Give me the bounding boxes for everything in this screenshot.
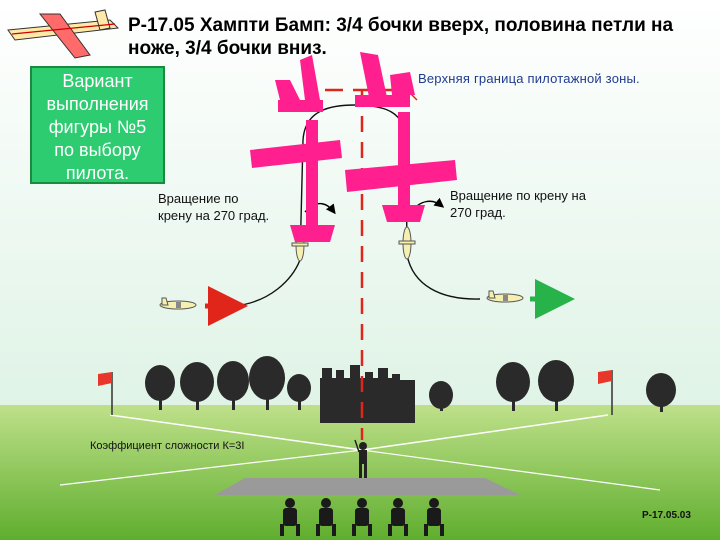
tree xyxy=(249,356,285,410)
rotation-label-left-line: Вращение по xyxy=(158,191,239,206)
judges xyxy=(280,498,444,536)
figure-code: Р-17.05.03 xyxy=(642,510,691,521)
rotation-label-right-line: 270 град. xyxy=(450,205,506,220)
runway xyxy=(215,478,520,495)
rotation-label-left: Вращение по крену на 270 град. xyxy=(158,190,308,224)
tree xyxy=(287,374,311,410)
view-line-right-low xyxy=(361,449,661,491)
view-line-left xyxy=(109,414,363,451)
judge xyxy=(280,498,300,536)
view-line-left-low xyxy=(59,449,363,486)
judge xyxy=(316,498,336,536)
tree xyxy=(145,365,175,410)
rotation-label-right: Вращение по крену на 270 град. xyxy=(450,187,650,221)
plane-knife-edge-left-bottom xyxy=(250,120,342,242)
difficulty-coefficient: Коэффициент сложности К=3I xyxy=(90,440,245,452)
flight-path-exit xyxy=(406,254,481,300)
variant-line: по выбору xyxy=(54,140,141,160)
pilot-figure xyxy=(354,439,367,478)
tree xyxy=(646,373,676,412)
rotation-label-right-line: Вращение по крену на xyxy=(450,188,586,203)
figure-title: Р-17.05 Хампти Бамп: 3/4 бочки вверх, по… xyxy=(128,15,674,59)
flag-right xyxy=(598,370,613,415)
upper-boundary-label: Верхняя граница пилотажной зоны. xyxy=(418,71,640,86)
variant-line: Вариант xyxy=(62,71,133,91)
logo-plane xyxy=(7,9,120,59)
variant-box: Вариант выполнения фигуры №5 по выбору п… xyxy=(30,66,165,184)
rotation-label-left-line: крену на 270 град. xyxy=(158,208,270,223)
plane-exit xyxy=(486,290,524,303)
plane-knife-edge-right-top xyxy=(355,52,415,107)
plane-knife-edge-right-bottom xyxy=(345,112,457,222)
variant-line: выполнения xyxy=(46,94,149,114)
variant-line: фигуры №5 xyxy=(48,117,147,137)
flag-left xyxy=(98,372,113,415)
castle xyxy=(320,365,415,423)
treeline xyxy=(145,356,676,412)
plane-vertical-right xyxy=(398,226,416,260)
tree xyxy=(429,381,453,411)
view-line-right xyxy=(361,414,609,451)
judge xyxy=(424,498,444,536)
tree xyxy=(538,360,574,411)
tree xyxy=(496,362,530,411)
plane-entry xyxy=(159,297,197,310)
tree xyxy=(180,362,214,410)
judge xyxy=(388,498,408,536)
judge xyxy=(352,498,372,536)
plane-knife-edge-left-top xyxy=(275,55,323,112)
variant-line: пилота. xyxy=(65,163,130,183)
tree xyxy=(217,361,249,410)
